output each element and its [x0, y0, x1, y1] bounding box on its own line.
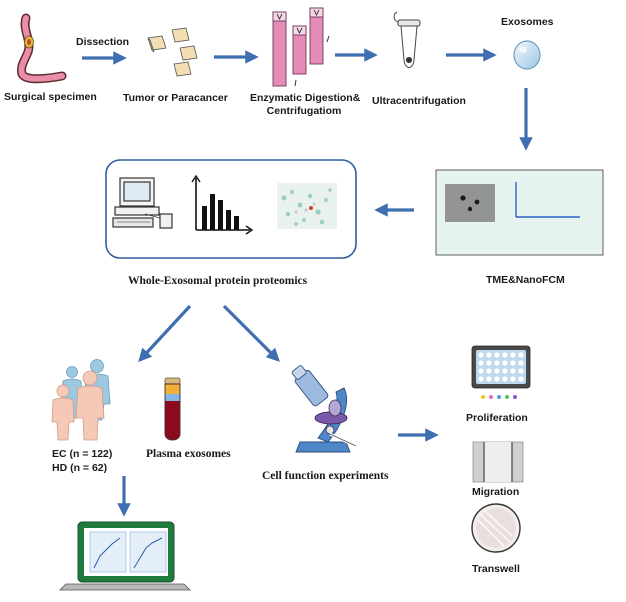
- label-enzymatic-line2: Centrifugatiom: [266, 105, 342, 117]
- label-tme-nanofcm: TME&NanoFCM: [486, 274, 565, 286]
- plate-well: [478, 360, 484, 366]
- label-tumor-paracancer: Tumor or Paracancer: [123, 92, 228, 104]
- plate-well: [486, 360, 492, 366]
- microscope-icon: [291, 365, 357, 453]
- plate-well: [502, 360, 508, 366]
- tme-nanofcm-panel: [435, 169, 604, 256]
- plate-well: [518, 360, 524, 366]
- plate-well: [478, 352, 484, 358]
- size-distribution-plot: [515, 182, 580, 218]
- label-hd-count: HD (n = 62): [52, 462, 108, 474]
- tem-image-icon: [445, 184, 495, 222]
- tissue-blocks-icon: [147, 27, 198, 77]
- plate-well: [486, 352, 492, 358]
- monitor-icon: [59, 521, 191, 591]
- plate-well: [518, 368, 524, 374]
- transwell-icon: [471, 503, 521, 553]
- well-plate-icon: [471, 345, 531, 399]
- label-cell-function-experiments: Cell function experiments: [262, 470, 389, 482]
- label-transwell: Transwell: [472, 563, 520, 575]
- volcano-plot-icon: [277, 183, 337, 229]
- label-exosomes: Exosomes: [501, 16, 554, 28]
- label-ec-count: EC (n = 122): [52, 448, 113, 460]
- plate-well: [486, 368, 492, 374]
- label-plasma-exosomes: Plasma exosomes: [146, 448, 231, 460]
- label-migration: Migration: [472, 486, 520, 498]
- plate-well: [494, 352, 500, 358]
- label-enzymatic-line1: Enzymatic Digestion&: [250, 92, 361, 104]
- plate-well: [478, 376, 484, 382]
- digestion-tubes-icon: [272, 7, 330, 87]
- plate-well: [502, 368, 508, 374]
- plate-well: [486, 376, 492, 382]
- wound-healing-icon: [472, 441, 524, 483]
- plate-well: [494, 368, 500, 374]
- plate-well: [478, 368, 484, 374]
- blood-tube-icon: [164, 377, 181, 441]
- arrow-to-cell-function: [222, 304, 280, 362]
- people-icon: [51, 359, 111, 441]
- plate-well: [510, 352, 516, 358]
- plate-well: [510, 360, 516, 366]
- label-enzymatic-digestion: Enzymatic Digestion& Centrifugatiom: [250, 92, 361, 118]
- centrifuge-tube-icon: [393, 11, 421, 68]
- flow-arrows: [82, 48, 533, 517]
- plate-well: [494, 360, 500, 366]
- plate-well: [510, 368, 516, 374]
- label-ultracentrifugation: Ultracentrifugation: [372, 95, 466, 107]
- plate-well: [502, 352, 508, 358]
- label-surgical-specimen: Surgical specimen: [4, 91, 97, 103]
- plate-well: [510, 376, 516, 382]
- computer-icon: [112, 177, 173, 229]
- plate-well: [502, 376, 508, 382]
- plate-well: [518, 376, 524, 382]
- label-dissection: Dissection: [76, 36, 130, 48]
- arrow-to-cohort: [138, 304, 192, 362]
- esophagus-icon: [17, 13, 67, 84]
- reagent-dots: [481, 395, 517, 399]
- proteomics-panel: [105, 159, 357, 259]
- exosome-icon: [513, 40, 541, 70]
- plate-well: [518, 352, 524, 358]
- plate-well: [494, 376, 500, 382]
- label-proliferation: Proliferation: [466, 412, 528, 424]
- label-whole-exosomal-proteomics: Whole-Exosomal protein proteomics: [128, 275, 308, 287]
- bar-chart-icon: [191, 174, 254, 235]
